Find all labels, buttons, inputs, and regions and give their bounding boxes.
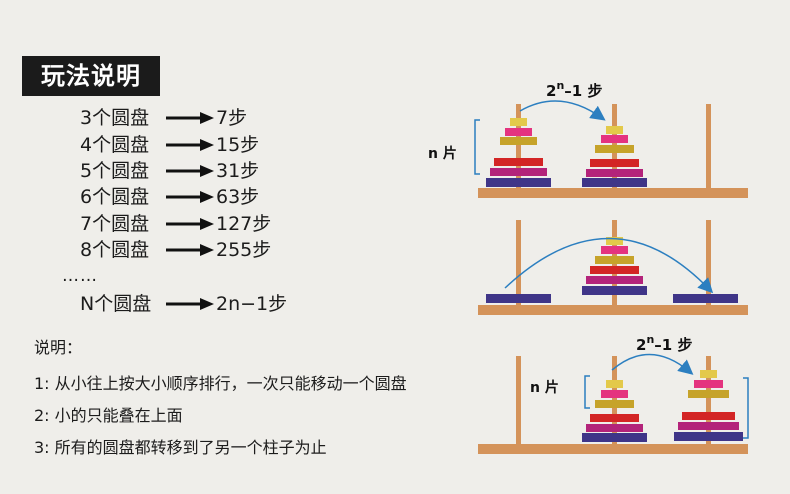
table-row: 5个圆盘 31步 [80,159,259,183]
general-moves: 2n−1步 [216,293,288,315]
peg [706,104,711,188]
arrow-icon [164,185,216,209]
panel-3: n 片 2n–1 步 [478,333,749,454]
arrow-icon [164,133,216,157]
panel-1: n 片 2n–1 步 [428,79,748,198]
arrow-icon [164,238,216,262]
arrow-icon [164,106,216,130]
rule-3: 3: 所有的圆盘都转移到了另一个柱子为止 [34,438,327,457]
disk-count: 8个圆盘 [80,239,150,261]
bracket [474,119,480,175]
n-label: n 片 [428,145,457,162]
panel-2 [478,220,748,315]
arrow-icon [164,159,216,183]
move-arrow [611,353,694,375]
rule-1: 1: 从小往上按大小顺序排行，一次只能移动一个圆盘 [34,374,407,393]
steps-label: 2n–1 步 [636,333,692,354]
general-row: N个圆盘 2n−1步 [80,292,287,316]
table-row: 7个圆盘 127步 [80,212,271,236]
disk-stack-right [674,370,743,441]
peg [706,220,711,305]
disk-stack-left [486,118,551,187]
disk-count: 4个圆盘 [80,134,150,156]
peg [706,356,711,444]
disk-stack-middle [582,380,647,442]
base-board [478,305,748,315]
disk-count: 3个圆盘 [80,107,150,129]
largest-disk [486,294,551,303]
peg [516,356,521,444]
general-disks: N个圆盘 [80,293,152,315]
move-arrow [504,237,714,294]
table-row: 6个圆盘 63步 [80,185,259,209]
move-count: 31步 [216,160,260,182]
peg [516,104,521,188]
disk-count: 5个圆盘 [80,160,150,182]
disk-count: 7个圆盘 [80,213,150,235]
n-label: n 片 [530,379,559,396]
disk-count: 6个圆盘 [80,186,150,208]
bracket [743,377,749,439]
arrow-icon [164,292,216,316]
arrow-icon [164,212,216,236]
move-count: 7步 [216,107,248,129]
move-count: 63步 [216,186,260,208]
bracket [584,375,590,409]
move-count: 15步 [216,134,260,156]
steps-label: 2n–1 步 [546,79,602,100]
table-row: 4个圆盘 15步 [80,133,259,157]
disk-stack-middle [582,237,647,295]
page-title: 玩法说明 [22,56,160,96]
target-disk [673,294,738,303]
base-board [478,444,748,454]
table-row: 3个圆盘 7步 [80,106,247,130]
move-count: 255步 [216,239,272,261]
table-row: 8个圆盘 255步 [80,238,271,262]
ellipsis: …… [62,266,98,286]
base-board [478,188,748,198]
peg [516,220,521,305]
explanation-title: 说明： [34,338,83,357]
move-count: 127步 [216,213,272,235]
disk-stack-middle [582,126,647,187]
rule-2: 2: 小的只能叠在上面 [34,406,183,425]
move-arrow [519,100,606,121]
